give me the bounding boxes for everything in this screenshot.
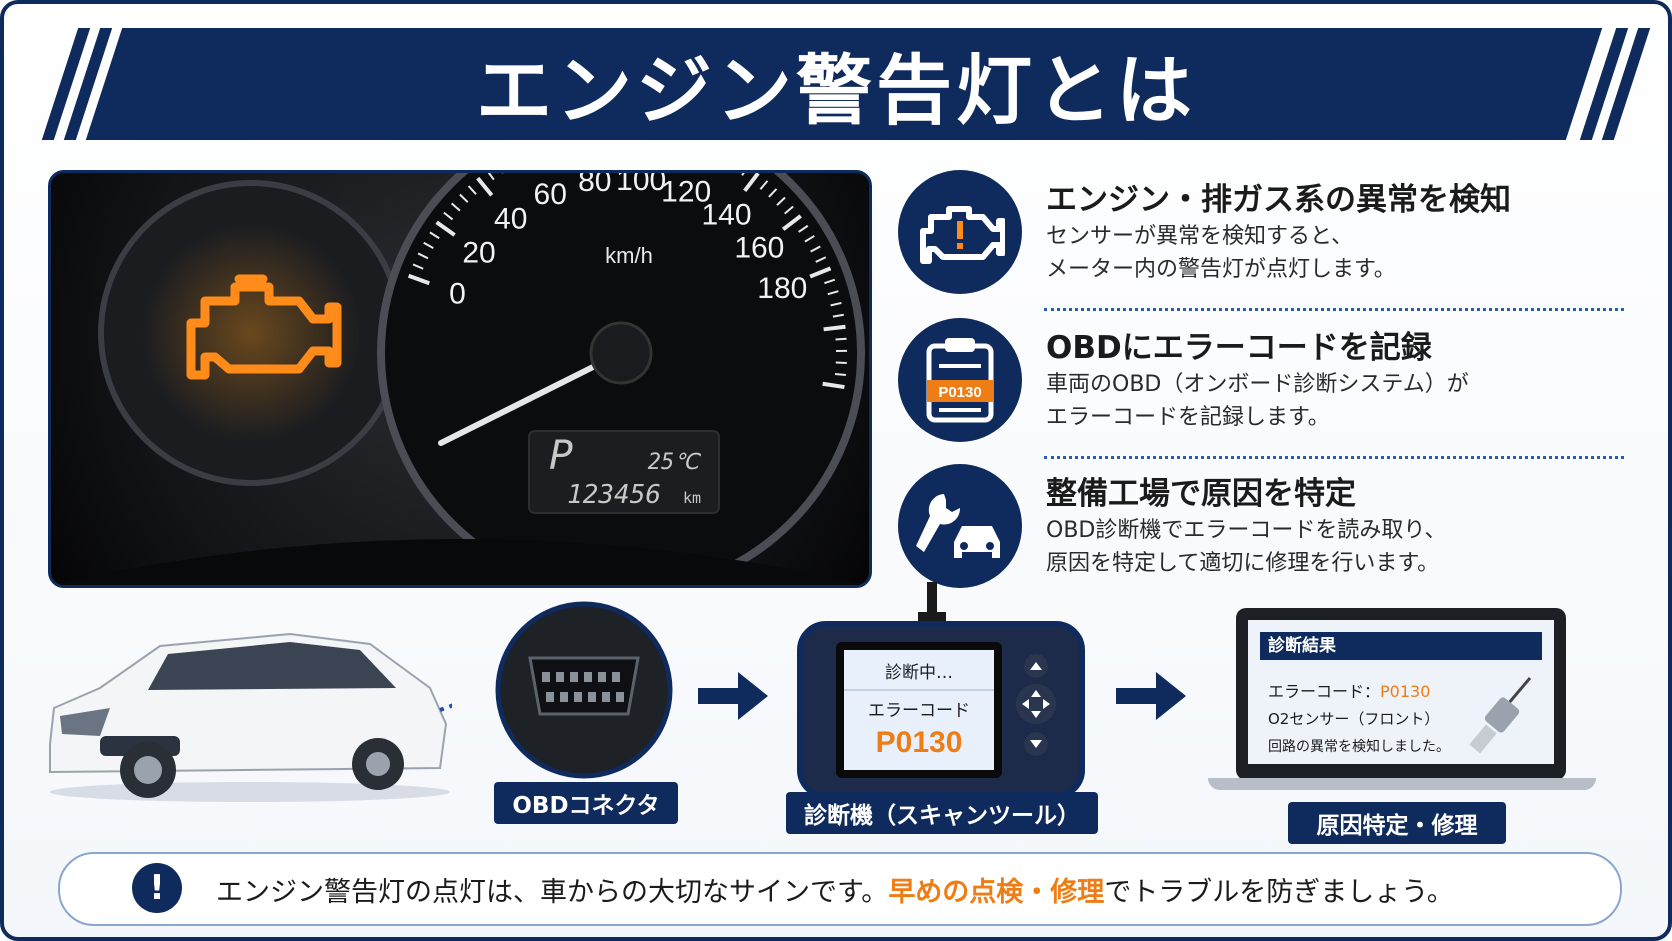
speed-minor-tick — [741, 173, 745, 176]
scan-tool-device: 診断中… エラーコード P0130 — [797, 582, 1085, 798]
odometer-unit: km — [683, 489, 701, 507]
feature-title: OBDにエラーコードを記録 — [1046, 330, 1432, 366]
speed-minor-tick — [412, 263, 424, 270]
message-text-end: でトラブルを防ぎましょう。 — [1104, 876, 1454, 908]
speed-tick-label: 100 — [616, 173, 666, 197]
speed-minor-tick — [835, 337, 847, 341]
speed-minor-tick — [832, 313, 844, 318]
speed-tick-label: 140 — [701, 199, 751, 232]
obd-connector-image — [495, 601, 673, 779]
speed-major-tick — [822, 381, 845, 390]
arrow-right-icon — [698, 672, 768, 720]
dash-bottom-trim — [51, 539, 869, 585]
exclamation-icon: ! — [132, 863, 182, 913]
speed-major-tick — [435, 220, 456, 237]
scanner-code-label: エラーコード — [868, 701, 970, 721]
car-illustration — [49, 632, 452, 802]
feature-repair: 整備工場で原因を特定 OBD診断機でエラーコードを読み取り、 原因を特定して適切… — [892, 458, 1652, 598]
speed-minor-tick — [784, 205, 794, 215]
speed-minor-tick — [459, 193, 469, 203]
speed-unit: km/h — [605, 243, 653, 268]
result-line-1: エラーコード：P0130 — [1268, 678, 1430, 702]
speed-minor-tick — [423, 241, 434, 249]
result-header: 診断結果 — [1260, 632, 1542, 660]
gear-indicator: P — [549, 433, 573, 479]
wrench-car-icon — [898, 464, 1022, 588]
o2-sensor-icon — [1469, 677, 1532, 754]
clipboard-code: P0130 — [938, 384, 981, 401]
feature-desc: センサーが異常を検知すると、 メーター内の警告灯が点灯します。 — [1046, 224, 1396, 282]
odometer-readout: 123456 — [567, 480, 661, 510]
speed-minor-tick — [768, 188, 778, 198]
speed-minor-tick — [487, 173, 495, 181]
laptop-base — [1208, 778, 1596, 790]
speed-minor-tick — [804, 235, 815, 243]
laptop: 診断結果 エラーコード：P0130 O2センサー（フロント） 回路の異常を検知し… — [1208, 608, 1596, 790]
speed-major-tick — [823, 324, 846, 332]
scanner-code: P0130 — [876, 726, 963, 759]
feature-record: P0130 OBDにエラーコードを記録 車両のOBD（オンボード診断システム）が… — [892, 312, 1652, 452]
speed-minor-tick — [824, 278, 836, 285]
speed-tick-label: 160 — [734, 231, 784, 264]
feature-title: 整備工場で原因を特定 — [1046, 476, 1356, 512]
speed-major-tick — [476, 176, 494, 197]
speed-minor-tick — [417, 252, 429, 260]
message-highlight: 早めの点検・修理 — [888, 876, 1105, 908]
message-text: エンジン警告灯の点灯は、車からの大切なサインです。 — [216, 876, 889, 908]
speed-tick-label: 60 — [534, 178, 567, 211]
speed-tick-label: 180 — [757, 272, 807, 305]
feature-desc: OBD診断機でエラーコードを読み取り、 原因を特定して適切に修理を行います。 — [1046, 518, 1447, 576]
speed-tick-label: 20 — [462, 236, 495, 269]
result-line-2: O2センサー（フロント） — [1268, 710, 1440, 728]
speed-minor-tick — [815, 256, 827, 263]
result-code: P0130 — [1380, 682, 1431, 701]
speed-major-tick — [781, 214, 802, 231]
divider — [1044, 456, 1624, 459]
scanner-label: 診断機（スキャンツール） — [786, 792, 1098, 834]
speed-tick-label: 80 — [578, 173, 611, 198]
result-line-3: 回路の異常を検知しました。 — [1268, 739, 1450, 755]
speed-tick-label: 120 — [661, 176, 711, 209]
laptop-screen: 診断結果 エラーコード：P0130 O2センサー（フロント） 回路の異常を検知し… — [1248, 620, 1554, 764]
speed-minor-tick — [759, 180, 769, 190]
page-title: エンジン警告灯とは — [476, 46, 1196, 135]
lcd-display — [528, 430, 720, 514]
speed-minor-tick — [810, 245, 821, 253]
feature-title: エンジン・排ガス系の異常を検知 — [1046, 182, 1511, 218]
result-code-label: エラーコード： — [1268, 682, 1381, 701]
feature-desc: 車両のOBD（オンボード診断システム）が エラーコードを記録します。 — [1046, 372, 1469, 430]
speed-minor-tick — [450, 202, 461, 212]
speed-minor-tick — [827, 290, 839, 296]
feature-detect: エンジン・排ガス系の異常を検知 センサーが異常を検知すると、 メーター内の警告灯… — [892, 164, 1652, 304]
scanner-status: 診断中… — [885, 663, 953, 683]
speed-minor-tick — [798, 224, 809, 233]
temperature-readout: 25℃ — [648, 450, 701, 475]
bottom-message-bar: ! エンジン警告灯の点灯は、車からの大切なサインです。 早めの点検・修理 でトラ… — [58, 852, 1622, 926]
check-engine-icon — [186, 274, 342, 380]
clipboard-icon: P0130 — [898, 318, 1022, 442]
speed-tick-label: 40 — [494, 202, 527, 235]
speed-minor-tick — [830, 301, 842, 307]
needle-hub — [589, 321, 653, 385]
speed-needle — [438, 350, 624, 446]
speed-minor-tick — [443, 211, 454, 221]
speed-major-tick — [407, 273, 430, 286]
bottom-message: エンジン警告灯の点灯は、車からの大切なサインです。 早めの点検・修理 でトラブル… — [216, 854, 1454, 924]
arrow-right-icon — [1116, 672, 1186, 720]
divider — [1044, 308, 1624, 311]
engine-warning-icon — [898, 170, 1022, 294]
speed-minor-tick — [467, 185, 477, 195]
repair-label: 原因特定・修理 — [1288, 802, 1506, 844]
speed-minor-tick — [776, 196, 786, 206]
obd-connector-label: OBDコネクタ — [494, 782, 678, 824]
speed-major-tick — [809, 266, 832, 279]
speed-major-tick — [743, 173, 760, 193]
speed-minor-tick — [429, 231, 440, 240]
speed-tick-label: 0 — [449, 277, 466, 310]
speed-minor-tick — [834, 372, 847, 377]
